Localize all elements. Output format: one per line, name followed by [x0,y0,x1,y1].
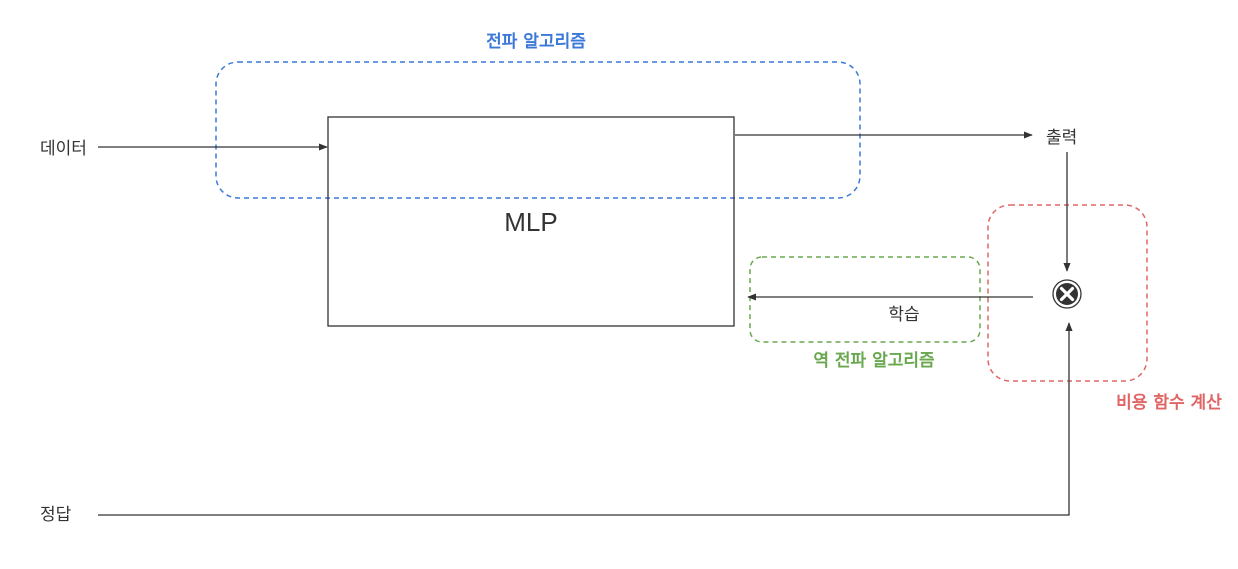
forward-propagation-group [215,61,861,199]
mlp-label: MLP [504,207,557,237]
mlp-box [327,116,735,327]
forward-propagation-label: 전파 알고리즘 [486,32,586,52]
backward-propagation-group [749,256,981,343]
close-circle-icon [1052,279,1082,309]
backward-propagation-label: 역 전파 알고리즘 [813,351,935,371]
answer-to-compare-arrow [98,322,1073,516]
data-input-label: 데이터 [40,139,87,159]
answer-label: 정답 [40,505,72,525]
output-label: 출력 [1046,128,1077,148]
learning-label: 학습 [888,305,919,325]
cost-function-label: 비용 함수 계산 [1116,392,1222,413]
